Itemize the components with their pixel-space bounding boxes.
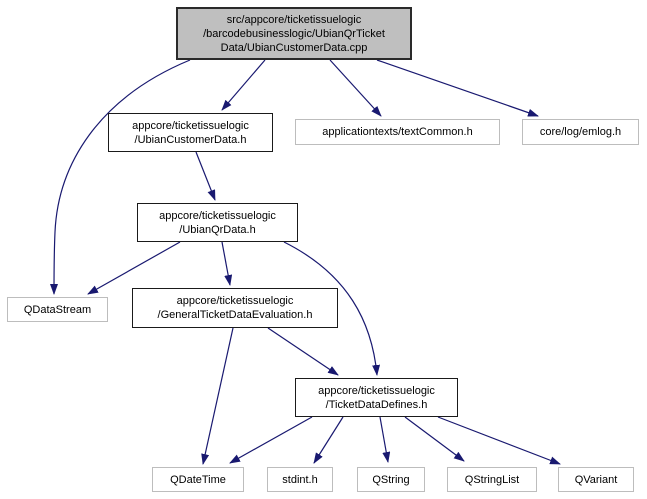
node-label-line: QDataStream — [23, 303, 92, 316]
edge-ubian-qr-data-h-to-general-ticket-data-evaluation-h — [221, 241, 233, 286]
node-qstringlist[interactable]: QStringList — [447, 467, 537, 492]
edge-ticket-data-defines-h-to-stdint-h — [313, 416, 344, 464]
edge-ubian-customer-data-cpp-to-ubian-customer-data-h — [221, 59, 266, 111]
node-label-line: stdint.h — [282, 473, 318, 486]
node-ticket-data-defines-h[interactable]: appcore/ticketissuelogic/TicketDataDefin… — [295, 378, 458, 417]
node-label-line: applicationtexts/textCommon.h — [322, 126, 473, 138]
node-label-line: /UbianCustomerData.h — [134, 133, 247, 146]
node-label-line: appcore/ticketissuelogic — [132, 119, 249, 132]
node-qvariant[interactable]: QVariant — [558, 467, 634, 492]
node-stdint-h[interactable]: stdint.h — [267, 467, 333, 492]
node-label-line: /GeneralTicketDataEvaluation.h — [157, 309, 313, 321]
edge-ubian-qr-data-h-to-ticket-data-defines-h — [283, 241, 381, 376]
node-label-line: QVariant — [574, 473, 618, 486]
edge-general-ticket-data-evaluation-h-to-qdatetime — [201, 327, 234, 465]
node-label-line: appcore/ticketissuelogic — [318, 384, 435, 397]
node-general-ticket-data-evaluation-h[interactable]: appcore/ticketissuelogic/GeneralTicketDa… — [132, 288, 338, 328]
edge-ubian-customer-data-cpp-to-text-common-h — [329, 59, 382, 117]
node-label-line: core/log/emlog.h — [539, 126, 622, 138]
node-emlog-h[interactable]: core/log/emlog.h — [522, 119, 639, 145]
node-label-line: Data/UbianCustomerData.cpp — [220, 41, 368, 54]
node-label-line: QString — [372, 473, 410, 486]
edge-ticket-data-defines-h-to-qstringlist — [404, 416, 465, 462]
node-ubian-customer-data-h[interactable]: appcore/ticketissuelogic/UbianCustomerDa… — [108, 113, 273, 152]
node-label-line: QStringList — [464, 473, 520, 486]
node-ubian-qr-data-h[interactable]: appcore/ticketissuelogic/UbianQrData.h — [137, 203, 298, 242]
edge-ubian-customer-data-cpp-to-qdatastream — [50, 59, 191, 295]
node-label-line: /barcodebusinesslogic/UbianQrTicket — [203, 27, 385, 40]
node-label-line: QDateTime — [170, 473, 226, 486]
node-label-line: src/appcore/ticketissuelogic — [226, 13, 362, 26]
node-label-line: appcore/ticketissuelogic — [176, 295, 294, 307]
node-text-common-h[interactable]: applicationtexts/textCommon.h — [295, 119, 500, 145]
node-label-line: /UbianQrData.h — [179, 223, 256, 236]
node-qstring[interactable]: QString — [357, 467, 425, 492]
edge-ubian-customer-data-cpp-to-emlog-h — [376, 59, 539, 117]
node-label-line: /TicketDataDefines.h — [325, 398, 428, 411]
edge-ticket-data-defines-h-to-qdatetime — [229, 416, 313, 464]
edge-ticket-data-defines-h-to-qstring — [379, 416, 391, 463]
edge-ticket-data-defines-h-to-qvariant — [437, 416, 561, 465]
edge-ubian-customer-data-h-to-ubian-qr-data-h — [195, 151, 216, 201]
node-ubian-customer-data-cpp[interactable]: src/appcore/ticketissuelogic/barcodebusi… — [176, 7, 412, 60]
node-qdatastream[interactable]: QDataStream — [7, 297, 108, 322]
edge-general-ticket-data-evaluation-h-to-ticket-data-defines-h — [267, 327, 339, 376]
edge-ubian-qr-data-h-to-qdatastream — [87, 241, 181, 295]
node-label-line: appcore/ticketissuelogic — [159, 209, 276, 222]
node-qdatetime[interactable]: QDateTime — [152, 467, 244, 492]
